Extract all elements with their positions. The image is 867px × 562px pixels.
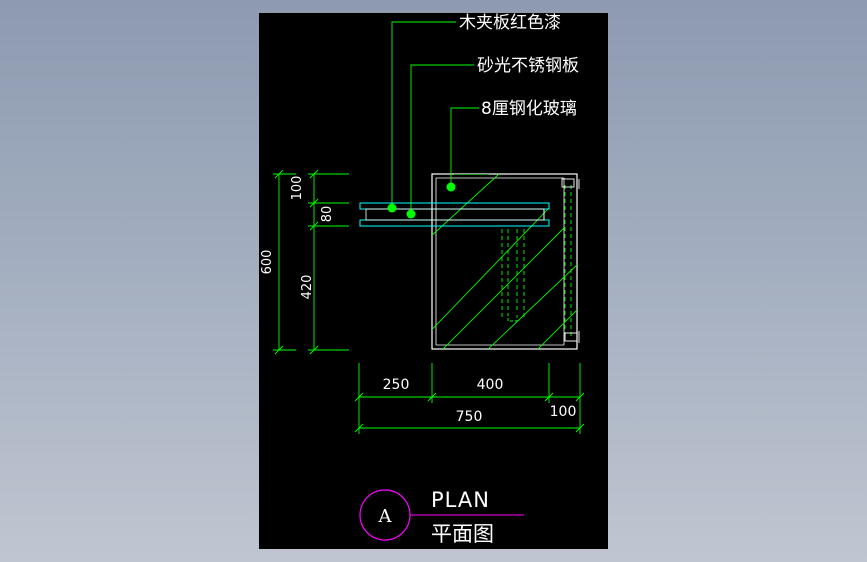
glass-hatch — [432, 174, 577, 349]
title-name-en: PLAN — [431, 488, 490, 512]
dim-horizontal-left: 250 — [383, 377, 410, 393]
glass-shelf — [359, 202, 550, 227]
dim-vertical-total: 600 — [260, 250, 275, 275]
title-name-cn: 平面图 — [431, 522, 494, 546]
dim-horizontal-total: 750 — [456, 409, 483, 425]
plan-drawing: 木夹板红色漆 砂光不锈钢板 8厘钢化玻璃 600 100 — [260, 13, 585, 546]
side-rail — [561, 178, 580, 343]
dim-horizontal-mid: 400 — [477, 377, 504, 393]
horizontal-dimensions — [354, 363, 585, 434]
cabinet-body — [431, 173, 578, 350]
leader-lines — [391, 21, 479, 214]
dim-vertical-mid: 80 — [320, 206, 335, 223]
label-tempered-glass: 8厘钢化玻璃 — [481, 99, 577, 119]
support-post — [501, 229, 525, 322]
label-wood-panel: 木夹板红色漆 — [459, 13, 561, 33]
drawing-sheet: 木夹板红色漆 砂光不锈钢板 8厘钢化玻璃 600 100 — [259, 13, 608, 549]
vertical-dimensions — [273, 169, 349, 355]
section-symbol-letter: A — [378, 506, 393, 527]
title-block: A PLAN 平面图 — [359, 488, 524, 546]
leader-dots — [387, 182, 456, 219]
label-stainless-steel: 砂光不锈钢板 — [477, 56, 579, 76]
dim-horizontal-right: 100 — [550, 404, 577, 420]
dim-vertical-top: 100 — [290, 176, 305, 201]
dim-vertical-bottom: 420 — [300, 275, 315, 300]
